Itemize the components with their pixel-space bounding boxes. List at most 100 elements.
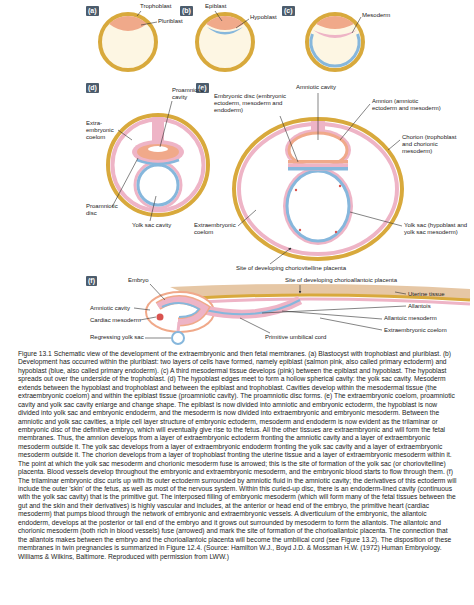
- embryo-f: [158, 299, 205, 322]
- part-label: Allantois: [408, 303, 431, 310]
- leader-line: [215, 11, 222, 21]
- part-label: Embryonic disc (embryonic ectoderm, meso…: [214, 93, 288, 114]
- conceptus-e: [295, 185, 341, 233]
- embryo-f: [146, 292, 214, 332]
- part-label: Extraembryonic coelom: [194, 222, 238, 236]
- part-label: Yolk sac (hypoblast and yolk sac mesoder…: [404, 222, 468, 236]
- part-label: Site of developing chorioallantoic place…: [285, 277, 397, 284]
- panel-letter-text: (d): [88, 84, 97, 92]
- panel-letter: (b): [180, 6, 193, 16]
- panel-letter: (c): [282, 6, 295, 16]
- conceptus-e: [283, 167, 353, 245]
- conceptus-d: [137, 160, 179, 164]
- leader-line: [118, 130, 132, 140]
- conceptus-e: [288, 160, 348, 164]
- part-label: Proamniotic cavity: [172, 87, 212, 101]
- part-label: Yolk sac cavity: [132, 222, 171, 229]
- leader-line: [150, 284, 165, 300]
- leader-line: [388, 140, 400, 150]
- conceptus-e: [335, 231, 337, 233]
- leader-line: [395, 292, 406, 294]
- leader-line: [350, 212, 402, 226]
- leader-line: [320, 318, 382, 330]
- blastocyst-a: [109, 16, 147, 31]
- conceptus-e: [288, 167, 348, 171]
- part-label: Regressing yolk sac: [90, 334, 144, 341]
- panel-letter-text: (a): [88, 7, 97, 15]
- part-label: Embryo: [128, 277, 149, 284]
- conceptus-d: [108, 115, 208, 215]
- conceptus-e: [288, 164, 348, 168]
- leader-line: [112, 11, 406, 338]
- leader-line: [238, 210, 256, 226]
- leader-line: [318, 93, 319, 140]
- part-label: Mesoderm: [362, 12, 390, 19]
- embryo-f: [172, 332, 184, 344]
- part-label: Uterine tissue: [408, 291, 445, 298]
- part-label: Allantoic mesoderm: [384, 315, 437, 322]
- leader-line: [145, 338, 171, 339]
- leader-line: [137, 11, 141, 16]
- part-label: Amnion (amniotic ectoderm and mesoderm): [372, 98, 442, 112]
- blastocyst-c: [311, 34, 359, 66]
- part-label: Chorion (trophoblast and chorionic mesod…: [402, 134, 468, 155]
- part-label: Proamniotic disc: [86, 203, 120, 217]
- blastocyst-a: [100, 14, 156, 70]
- blastocyst-c: [316, 16, 354, 29]
- leader-line: [280, 116, 298, 162]
- embryo-f: [146, 284, 470, 344]
- conceptus-d: [138, 165, 178, 205]
- blastocyst-c: [307, 14, 363, 70]
- blastocyst-b: [197, 14, 253, 70]
- conceptus-d: [135, 162, 181, 208]
- leader-line: [262, 306, 406, 313]
- part-label: Hypoblast: [250, 14, 277, 21]
- part-label: Extraembryonic coelom: [384, 327, 447, 334]
- part-label: Amniotic cavity: [90, 305, 130, 312]
- panel-letter-text: (b): [182, 7, 191, 15]
- blastocyst-b: [197, 14, 253, 70]
- part-label: Pluriblast: [158, 18, 183, 25]
- part-label: Cardiac mesoderm: [90, 317, 141, 324]
- panel-letter-text: (f): [88, 277, 95, 285]
- panel-letter: (d): [86, 83, 99, 93]
- conceptus-d: [108, 115, 208, 215]
- leader-line: [300, 285, 301, 293]
- blastocyst-b: [207, 27, 243, 35]
- blastocyst-c: [313, 30, 357, 38]
- leader-line: [141, 22, 157, 25]
- leader-line: [270, 248, 291, 264]
- leader-line: [140, 317, 156, 320]
- part-label: Trophoblast: [140, 3, 171, 10]
- part-label: Primitive umbilical cord: [265, 334, 326, 341]
- panel-letter: (a): [86, 6, 99, 16]
- leader-line: [160, 101, 172, 147]
- part-label: Extra-embryonic coelom: [86, 120, 118, 141]
- embryo-f: [157, 314, 164, 321]
- conceptus-e: [339, 185, 341, 187]
- panel-letter: (f): [86, 276, 97, 286]
- part-label: Site of developing choriovitelline place…: [236, 265, 346, 272]
- part-label: Epiblast: [205, 3, 226, 10]
- conceptus-e: [287, 171, 349, 241]
- leader-line: [112, 158, 138, 207]
- blastocyst-c: [307, 14, 363, 70]
- conceptus-e: [295, 189, 297, 191]
- leader-line: [134, 308, 150, 310]
- conceptus-d: [132, 140, 184, 164]
- figure-caption: Figure 13.1 Schematic view of the develo…: [18, 350, 458, 561]
- leader-line: [240, 318, 270, 333]
- panel-letter-text: (c): [284, 7, 293, 15]
- conceptus-e: [239, 124, 397, 254]
- conceptus-e: [299, 229, 301, 231]
- conceptus-d: [137, 144, 179, 160]
- leader-line: [352, 17, 361, 33]
- leader-line: [340, 104, 370, 140]
- leader-line: [236, 19, 249, 28]
- part-label: Amniotic cavity: [296, 84, 336, 91]
- leader-line: [282, 311, 382, 319]
- conceptus-d: [148, 146, 168, 152]
- embryo-f: [178, 322, 179, 332]
- blastocyst-b: [206, 16, 244, 30]
- leader-line: [150, 196, 156, 221]
